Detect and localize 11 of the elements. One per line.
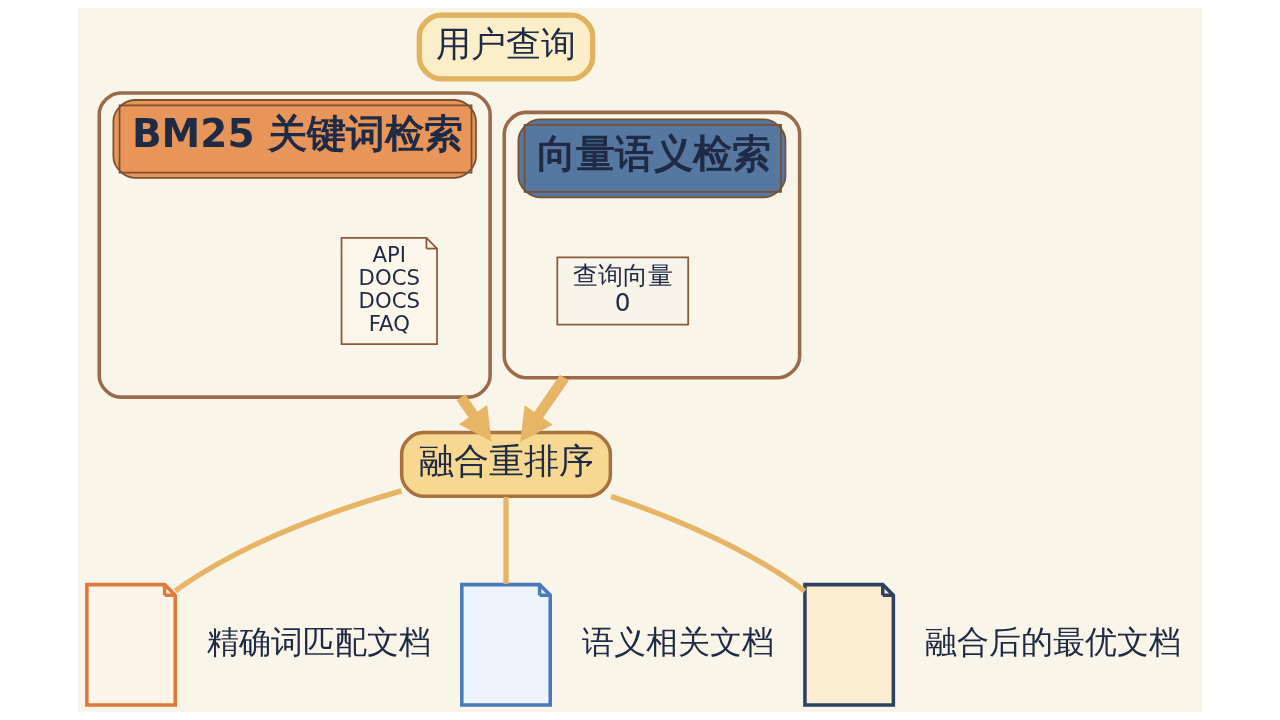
arrow [520,374,569,442]
node-label: 精确词匹配文档 [206,622,431,661]
connector [610,493,807,594]
node-label: 融合后的最优文档 [924,622,1181,661]
node-box: 用户查询 [416,12,596,82]
node-box: 融合重排序 [399,430,613,498]
node-label: 语义相关文档 [581,622,774,661]
connector [503,496,509,584]
node-box: 查询向量 0 [556,256,690,326]
arrow [456,394,492,442]
connector [173,488,403,594]
